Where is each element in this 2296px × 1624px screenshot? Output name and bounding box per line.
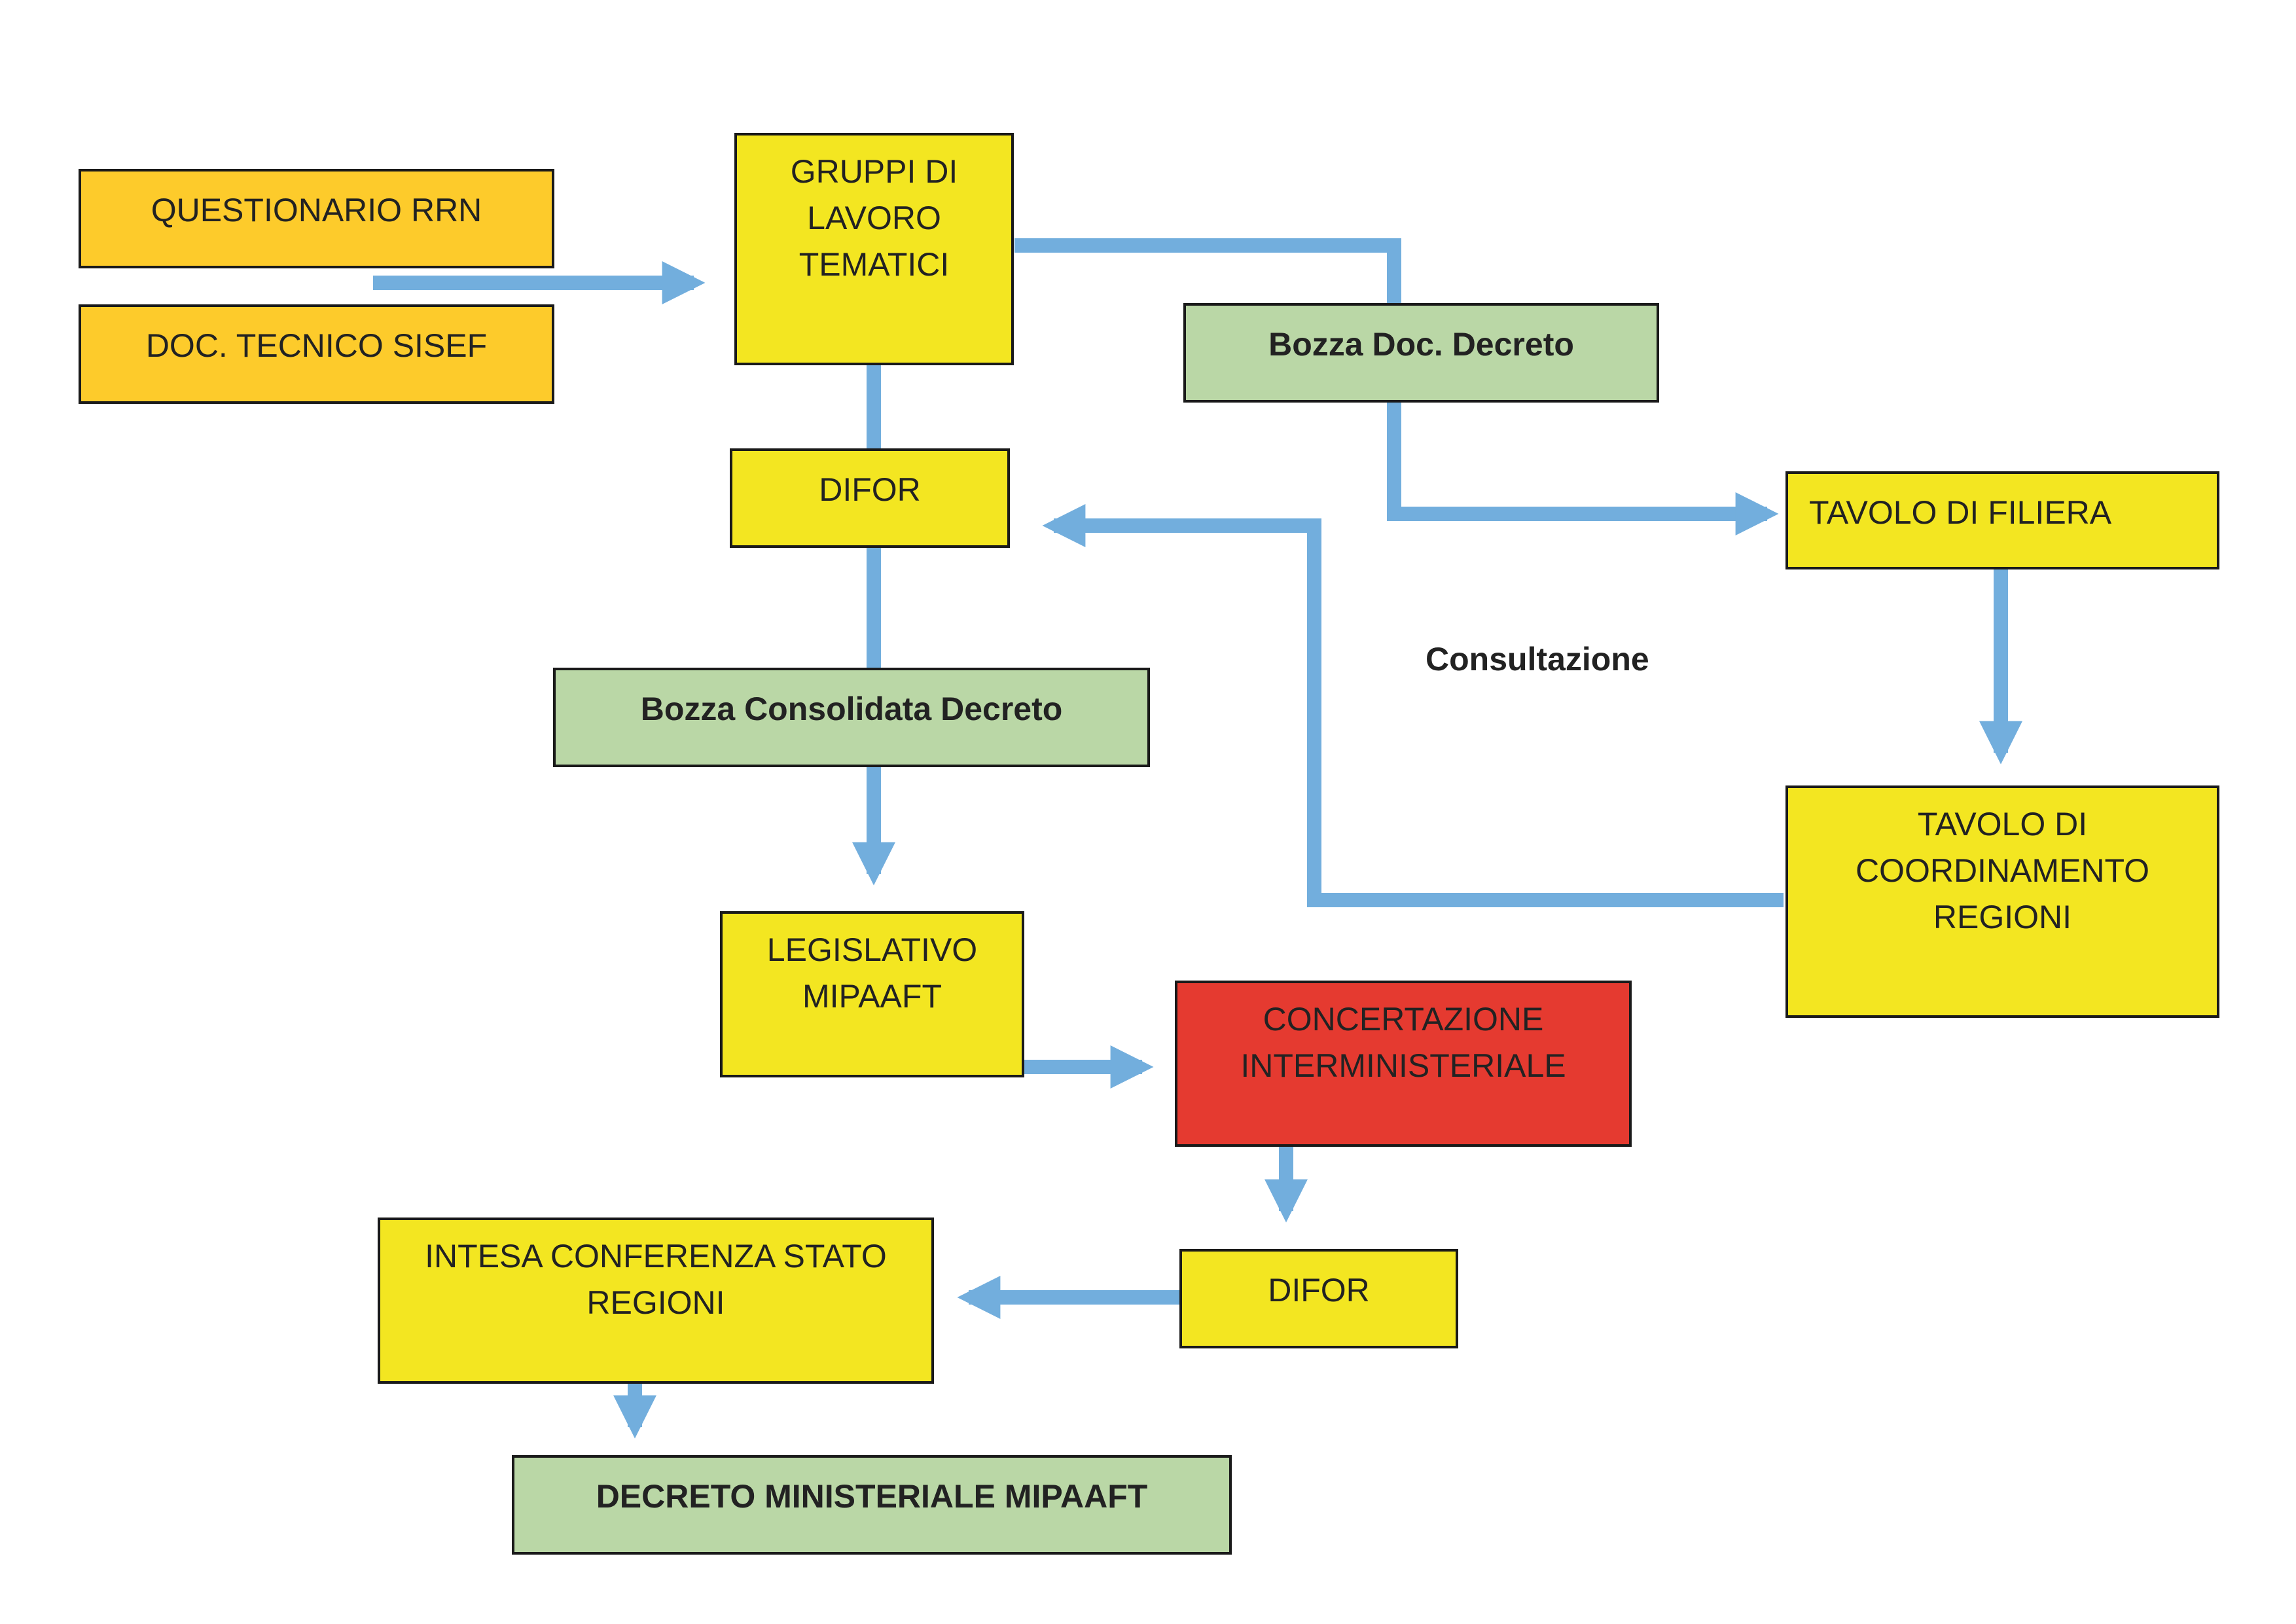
bozza-consolidata-decreto-box: Bozza Consolidata Decreto xyxy=(553,668,1150,767)
tavolo-coordinamento-line-3: REGIONI xyxy=(1933,899,2072,935)
decreto-ministeriale-box: DECRETO MINISTERIALE MIPAAFT xyxy=(512,1455,1232,1555)
arrow-bozza-doc-to-tavolo-filiera xyxy=(1387,401,1779,535)
bozza-doc-decreto-label: Bozza Doc. Decreto xyxy=(1268,326,1574,363)
tavolo-di-filiera-label: TAVOLO DI FILIERA xyxy=(1809,494,2112,531)
gruppi-line-1: GRUPPI DI xyxy=(790,153,958,190)
intesa-line-2: REGIONI xyxy=(586,1284,725,1321)
tavolo-coordinamento-line-2: COORDINAMENTO xyxy=(1855,852,2150,889)
questionario-rrn-box: QUESTIONARIO RRN xyxy=(79,169,554,268)
gruppi-line-3: TEMATICI xyxy=(798,246,950,283)
tavolo-di-filiera-box: TAVOLO DI FILIERA xyxy=(1785,471,2219,569)
doc-tecnico-sisef-label: DOC. TECNICO SISEF xyxy=(145,327,488,364)
concertazione-interministeriale-box: CONCERTAZIONE INTERMINISTERIALE xyxy=(1175,981,1632,1147)
tavolo-coordinamento-line-1: TAVOLO DI xyxy=(1917,806,2088,842)
bozza-doc-decreto-box: Bozza Doc. Decreto xyxy=(1183,303,1659,403)
questionario-rrn-label: QUESTIONARIO RRN xyxy=(151,192,482,228)
difor-bottom-label: DIFOR xyxy=(1268,1272,1370,1308)
tavolo-coordinamento-regioni-box: TAVOLO DI COORDINAMENTO REGIONI xyxy=(1785,785,2219,1018)
arrow-consultazione-loop xyxy=(1042,504,1784,907)
gruppi-di-lavoro-box: GRUPPI DI LAVORO TEMATICI xyxy=(734,133,1014,365)
bozza-consolidata-decreto-label: Bozza Consolidata Decreto xyxy=(640,691,1063,727)
legislativo-mipaaft-box: LEGISLATIVO MIPAAFT xyxy=(720,911,1024,1077)
gruppi-line-2: LAVORO xyxy=(807,200,941,236)
legislativo-line-2: MIPAAFT xyxy=(802,978,942,1015)
intesa-conferenza-stato-regioni-box: INTESA CONFERENZA STATO REGIONI xyxy=(378,1218,934,1384)
decreto-ministeriale-label: DECRETO MINISTERIALE MIPAAFT xyxy=(596,1478,1148,1515)
difor-top-label: DIFOR xyxy=(819,471,921,508)
doc-tecnico-sisef-box: DOC. TECNICO SISEF xyxy=(79,304,554,404)
concertazione-line-2: INTERMINISTERIALE xyxy=(1240,1047,1566,1084)
intesa-line-1: INTESA CONFERENZA STATO xyxy=(425,1238,887,1274)
line-gruppi-to-bozza-doc xyxy=(1014,238,1401,303)
difor-bottom-box: DIFOR xyxy=(1179,1249,1458,1348)
difor-top-box: DIFOR xyxy=(730,448,1010,548)
consultazione-label: Consultazione xyxy=(1426,641,1649,677)
legislativo-line-1: LEGISLATIVO xyxy=(766,931,978,968)
concertazione-line-1: CONCERTAZIONE xyxy=(1263,1001,1544,1038)
